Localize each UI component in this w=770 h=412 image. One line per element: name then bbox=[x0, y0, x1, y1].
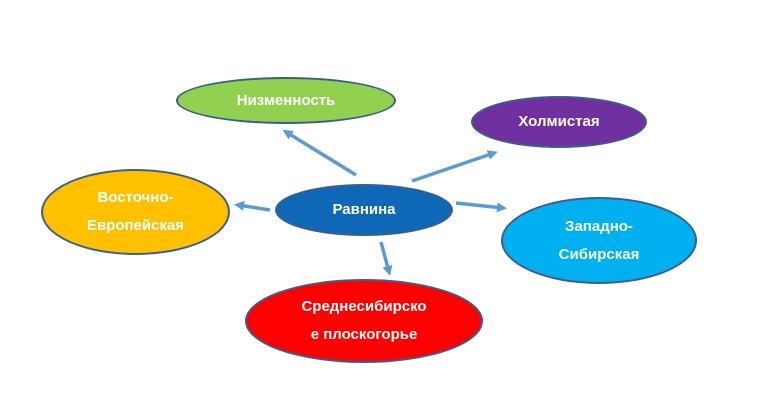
node-center-label: Равнина bbox=[332, 201, 396, 218]
node-west-siberian: Западно- Сибирская bbox=[501, 197, 697, 284]
arrow-to-east-european bbox=[234, 200, 271, 212]
node-lowland-label: Низменность bbox=[236, 91, 336, 109]
node-center: Равнина bbox=[275, 184, 453, 236]
node-central-siberian: Среднесибирско е плоскогорье bbox=[245, 279, 483, 363]
arrow-to-lowland bbox=[282, 129, 357, 177]
node-east-european-label: Восточно- Европейская bbox=[86, 189, 185, 234]
node-hilly-label: Холмистая bbox=[518, 113, 600, 130]
node-hilly: Холмистая bbox=[471, 96, 647, 148]
node-central-siberian-label: Среднесибирско е плоскогорье bbox=[301, 298, 427, 343]
arrow-to-hilly bbox=[411, 150, 498, 183]
node-west-siberian-label: Западно- Сибирская bbox=[558, 217, 640, 263]
arrow-to-west-siberian bbox=[455, 201, 507, 213]
node-lowland: Низменность bbox=[176, 77, 396, 124]
arrow-to-central-siberian bbox=[379, 241, 393, 276]
node-east-european: Восточно- Европейская bbox=[41, 169, 230, 255]
